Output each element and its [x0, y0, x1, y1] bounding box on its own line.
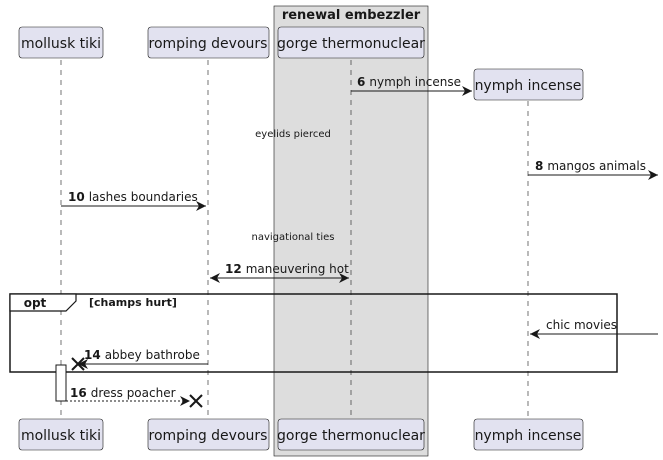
box-title: renewal embezzler — [282, 8, 421, 23]
opt-fragment: opt [champs hurt] — [9, 293, 618, 373]
participant-gorge-thermonuclear-bottom[interactable]: gorge thermonuclear — [277, 418, 425, 451]
destroy-x-icon-2 — [189, 394, 203, 408]
participant-mollusk-tiki-top[interactable]: mollusk tiki — [18, 26, 104, 59]
delay-eyelids-pierced: eyelids pierced — [255, 129, 331, 140]
participant-mollusk-tiki-bottom[interactable]: mollusk tiki — [18, 418, 104, 451]
svg-text:nymph incense: nymph incense — [475, 78, 582, 94]
delay-navigational-ties: navigational ties — [252, 232, 335, 243]
participant-nymph-incense-bottom[interactable]: nymph incense — [473, 418, 584, 451]
svg-text:romping devours: romping devours — [149, 36, 268, 52]
participant-gorge-thermonuclear-top[interactable]: gorge thermonuclear — [277, 26, 425, 59]
participant-nymph-incense-created[interactable]: nymph incense — [473, 68, 584, 101]
participant-romping-devours-top[interactable]: romping devours — [147, 26, 270, 59]
svg-text:nymph incense: nymph incense — [475, 428, 582, 444]
message-chic-movies-label: chic movies — [546, 318, 617, 332]
opt-keyword: opt — [24, 296, 47, 310]
svg-text:mollusk tiki: mollusk tiki — [21, 428, 101, 444]
svg-text:romping devours: romping devours — [149, 428, 268, 444]
svg-text:mollusk tiki: mollusk tiki — [21, 36, 101, 52]
svg-text:gorge thermonuclear: gorge thermonuclear — [277, 428, 425, 444]
participant-romping-devours-bottom[interactable]: romping devours — [147, 418, 270, 451]
destroy-x-icon — [71, 357, 85, 371]
svg-text:gorge thermonuclear: gorge thermonuclear — [277, 36, 425, 52]
opt-condition: [champs hurt] — [89, 296, 177, 309]
activation-bar — [55, 364, 67, 402]
